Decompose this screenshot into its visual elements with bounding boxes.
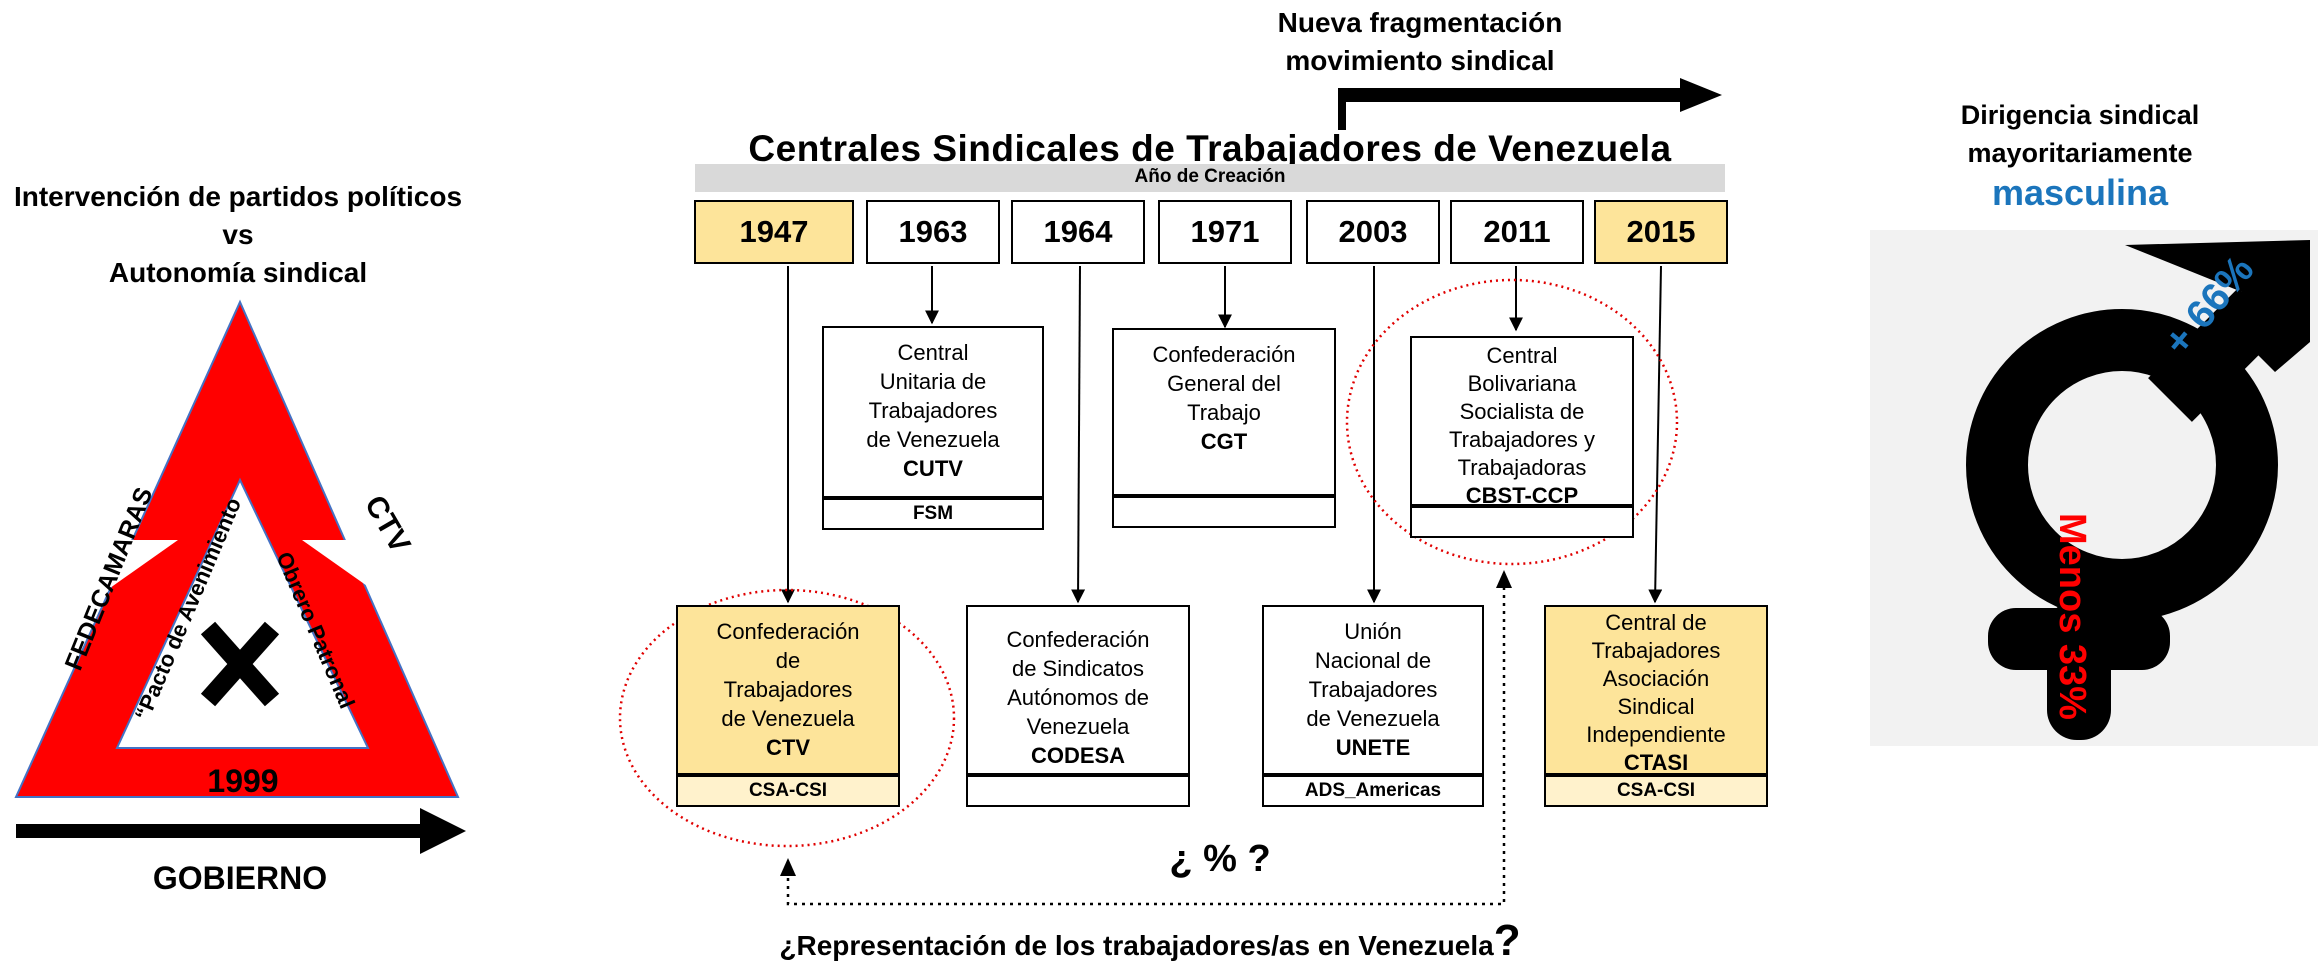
left-title: Intervención de partidos políticos vs Au…: [0, 178, 476, 292]
affiliation-ctasi: CSA-CSI: [1544, 775, 1768, 807]
gender-symbol: + 66% Menos 33%: [1966, 240, 2310, 740]
org-box-unete: Unión Nacional de Trabajadores de Venezu…: [1262, 605, 1484, 775]
arrow-2015-ctasi: [1648, 265, 1663, 604]
affiliation-cbst: [1410, 506, 1634, 538]
org-acronym-cbst: CBST-CCP: [1465, 483, 1579, 508]
org-acronym-unete: UNETE: [1335, 735, 1411, 760]
percent-question: ¿ % ?: [1169, 838, 1271, 880]
representation-bracket: [786, 586, 1506, 906]
fragmentation-line2: movimiento sindical: [1285, 45, 1555, 76]
org-box-cutv: Central Unitaria de Trabajadores de Vene…: [822, 326, 1044, 498]
year-box-2011: 2011: [1450, 200, 1584, 264]
female-percent: Menos 33%: [2051, 513, 2093, 720]
year-strip-label: Año de Creación: [1134, 166, 1286, 187]
org-box-cbst: Central Bolivariana Socialista de Trabaj…: [1410, 336, 1634, 508]
affiliation-codesa: [966, 775, 1190, 807]
affiliation-ctv: CSA-CSI: [676, 775, 900, 807]
affiliation-unete: ADS_Americas: [1262, 775, 1484, 807]
left-title-line2: vs: [222, 219, 254, 250]
arrow-1964-codesa: [1071, 265, 1086, 604]
male-arrow-head-icon: [2125, 240, 2310, 372]
diagram-title: Centrales Sindicales de Trabajadores de …: [748, 128, 1672, 169]
affiliation-cgt: [1112, 496, 1336, 528]
year-box-1971: 1971: [1158, 200, 1292, 264]
fragmentation-line1: Nueva fragmentación: [1277, 7, 1563, 38]
org-acronym-cutv: CUTV: [903, 456, 963, 481]
org-box-ctasi: Central de Trabajadores Asociación Sindi…: [1544, 605, 1768, 775]
leadership-title: Dirigencia sindical mayoritariamente: [1960, 100, 2200, 168]
power-triangle-diagram: FEDECAMARAS CTV “Pacto de Avenimiento Ob…: [14, 299, 466, 854]
left-title-line1: Intervención de partidos políticos: [13, 181, 463, 212]
representation-question-mark: ?: [1493, 916, 1521, 965]
left-title-line3: Autonomía sindical: [108, 257, 368, 288]
org-box-ctv: Confederación de Trabajadores de Venezue…: [676, 605, 900, 775]
leadership-subtitle: masculina: [1991, 172, 2169, 213]
affiliation-cutv: FSM: [822, 498, 1044, 530]
org-acronym-ctasi: CTASI: [1623, 750, 1689, 775]
x-mark-icon: [200, 621, 280, 707]
gobierno-label: GOBIERNO: [152, 860, 328, 896]
year-box-1963: 1963: [866, 200, 1000, 264]
year-box-1947: 1947: [694, 200, 854, 264]
gender-ring: [1966, 309, 2278, 621]
triangle-gap-right: [302, 540, 420, 588]
org-box-codesa: Confederación de Sindicatos Autónomos de…: [966, 605, 1190, 775]
highlight-circle-ctv: [618, 588, 956, 848]
female-bar: [1988, 608, 2170, 670]
org-acronym-ctv: CTV: [766, 735, 810, 760]
fragmentation-label: Nueva fragmentación movimiento sindical: [1255, 4, 1585, 80]
year-box-2015: 2015: [1594, 200, 1728, 264]
year-strip: [695, 164, 1725, 192]
representation-question-text: ¿Representación de los trabajadores/as e…: [779, 930, 1494, 961]
org-acronym-codesa: CODESA: [1030, 743, 1126, 768]
year-box-1964: 1964: [1011, 200, 1145, 264]
year-box-2003: 2003: [1306, 200, 1440, 264]
fragmentation-arrow: [1338, 78, 1722, 130]
org-box-cgt: Confederación General del Trabajo CGT: [1112, 328, 1336, 496]
highlight-circle-cbst: [1345, 278, 1679, 566]
government-arrow: [16, 808, 466, 854]
representation-question: ¿Representación de los trabajadores/as e…: [700, 916, 1600, 966]
org-acronym-cgt: CGT: [1200, 429, 1248, 454]
triangle-gap-left: [60, 540, 178, 588]
label-year-1999: 1999: [207, 763, 278, 799]
